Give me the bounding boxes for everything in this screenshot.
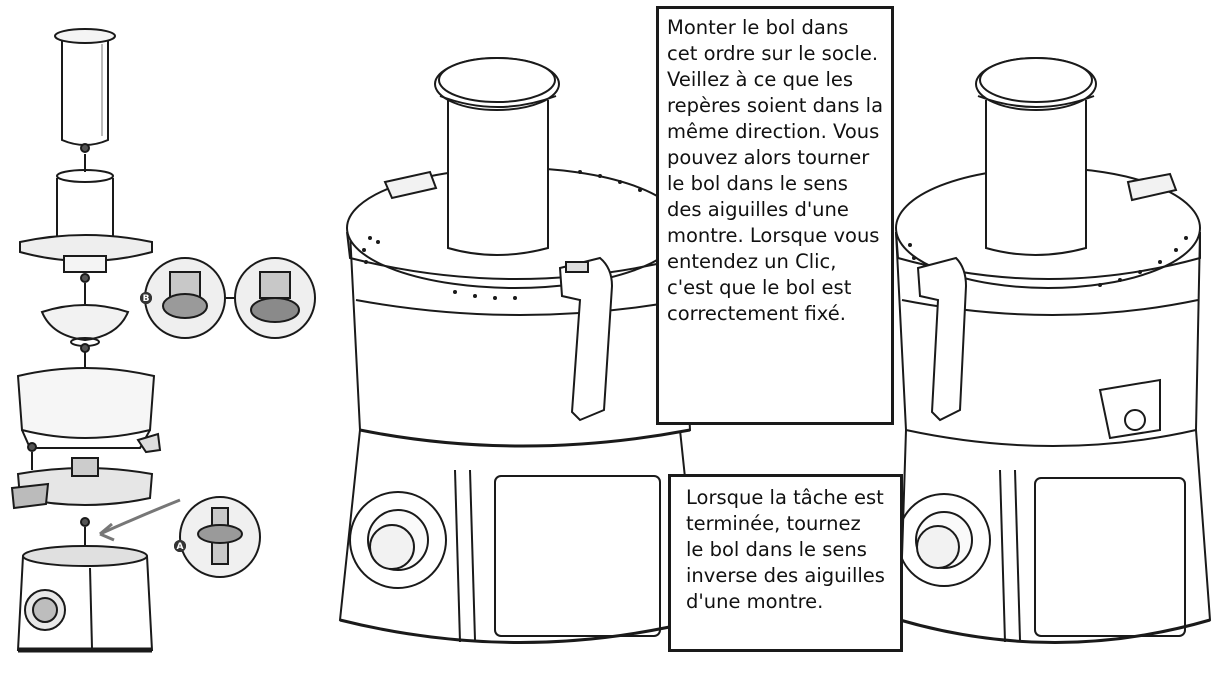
mount-line: Monter le bol dans [667,16,849,39]
exploded-view [10,28,162,653]
mount-line: des aiguilles d'une [667,198,849,221]
remove-instructions-box: Lorsque la tâche est terminée, tournez l… [668,474,903,652]
mount-line: entendez un Clic, [667,250,837,273]
mount-instructions-box: Monter le bol dans cet ordre sur le socl… [656,6,894,425]
remove-line: terminée, tournez [686,512,861,535]
remove-line: inverse des aiguilles [686,564,885,587]
detail-circle-b2 [226,257,316,339]
marker-a: A [177,542,184,552]
mount-line: montre. Lorsque vous [667,224,880,247]
remove-line: Lorsque la tâche est [686,486,884,509]
bowl-part [16,367,162,454]
mount-line: correctement fixé. [667,302,846,325]
mount-line: cet ordre sur le socle. [667,42,879,65]
detail-circle-b [140,257,226,339]
motor-base-small [16,545,154,653]
mount-line: Veillez à ce que les [667,68,854,91]
mount-line: c'est que le bol est [667,276,852,299]
cutting-disc [40,304,130,347]
blade-assembly [10,457,154,510]
mount-line: pouvez alors tourner [667,146,870,169]
remove-line: d'une montre. [686,590,824,613]
lid-part [19,169,153,273]
processor-assembled-1 [338,57,702,644]
mount-line: repères soient dans la [667,94,884,117]
mount-line: même direction. Vous [667,120,880,143]
processor-assembled-2 [895,57,1212,644]
food-pusher [54,28,116,146]
remove-line: le bol dans le sens [686,538,867,561]
marker-b: B [143,294,150,304]
mount-line: le bol dans le sens [667,172,848,195]
detail-circle-a [99,496,261,578]
